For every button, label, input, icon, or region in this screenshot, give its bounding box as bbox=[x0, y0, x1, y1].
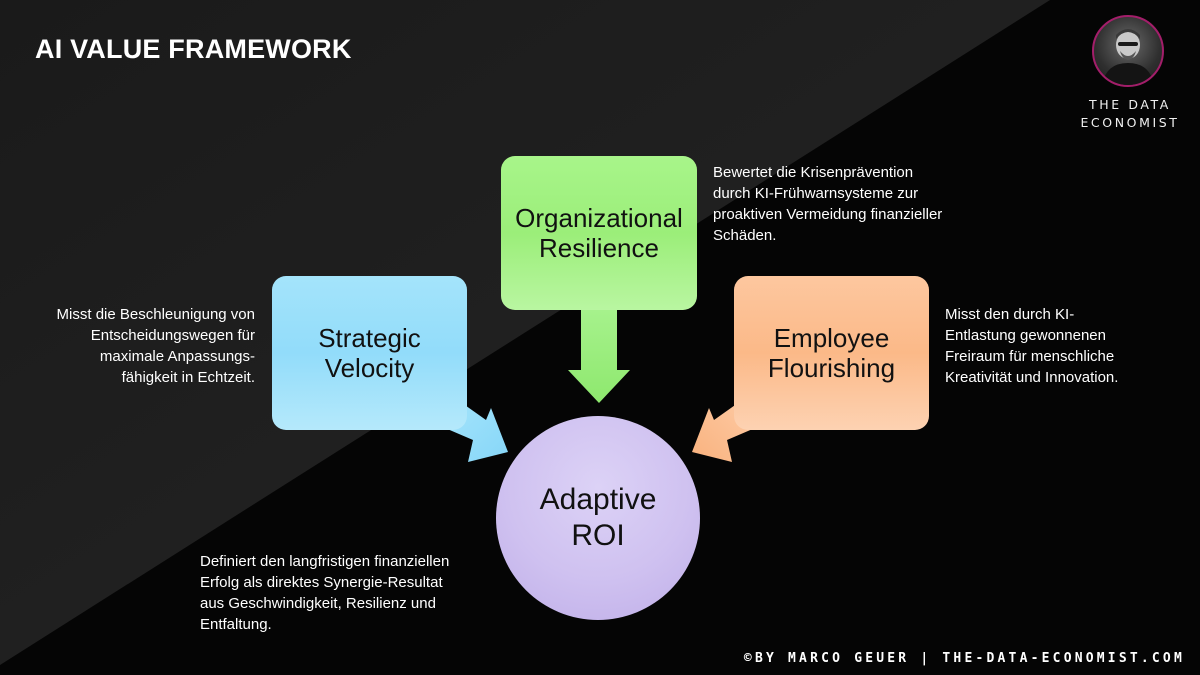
description-line: Entfaltung. bbox=[200, 616, 272, 633]
node-label-line-1: Adaptive bbox=[539, 483, 657, 516]
page-title: AI VALUE FRAMEWORK bbox=[35, 34, 352, 64]
person-icon bbox=[1102, 29, 1154, 85]
description-adaptive-roi: Definiert den langfristigen finanziellen… bbox=[200, 551, 510, 635]
node-strategic-velocity: Strategic Velocity bbox=[272, 276, 467, 430]
description-line: Erfolg als direktes Synergie-Resultat bbox=[200, 574, 443, 591]
description-line: Misst die Beschleunigung von bbox=[56, 306, 255, 323]
node-label-line-1: Organizational bbox=[515, 203, 683, 233]
description-line: maximale Anpassungs- bbox=[99, 348, 255, 365]
brand-line-2: ECONOMIST bbox=[1080, 115, 1180, 130]
description-line: Entlastung gewonnenen bbox=[945, 327, 1106, 344]
description-organizational-resilience: Bewertet die Krisenprävention durch KI-F… bbox=[713, 162, 1013, 246]
node-label-line-2: Flourishing bbox=[767, 353, 896, 383]
description-line: Bewertet die Krisenprävention bbox=[713, 164, 914, 181]
node-label-line-2: Velocity bbox=[324, 353, 415, 383]
description-line: proaktiven Vermeidung finanzieller bbox=[713, 206, 943, 223]
description-line: durch KI-Frühwarnsysteme zur bbox=[713, 185, 919, 202]
description-line: Misst den durch KI- bbox=[945, 306, 1075, 323]
node-organizational-resilience: Organizational Resilience bbox=[501, 156, 697, 310]
description-line: Kreativität und Innovation. bbox=[945, 369, 1119, 386]
node-employee-flourishing: Employee Flourishing bbox=[734, 276, 929, 430]
description-line: Entscheidungswegen für bbox=[90, 327, 255, 344]
avatar bbox=[1092, 15, 1164, 87]
node-label-line-1: Employee bbox=[773, 323, 890, 353]
description-line: aus Geschwindigkeit, Resilienz und bbox=[200, 595, 436, 612]
description-line: Freiraum für menschliche bbox=[945, 348, 1115, 365]
description-line: fähigkeit in Echtzeit. bbox=[121, 369, 255, 386]
brand-line-1: THE DATA bbox=[1089, 97, 1171, 112]
arrow-down-icon bbox=[568, 310, 630, 403]
node-label-line-1: Strategic bbox=[318, 323, 421, 353]
brand-logo: THE DATA ECONOMIST bbox=[1062, 96, 1198, 132]
description-employee-flourishing: Misst den durch KI- Entlastung gewonnene… bbox=[945, 304, 1195, 388]
node-label-line-2: Resilience bbox=[539, 233, 659, 263]
footer-credit: ©BY MARCO GEUER | THE-DATA-ECONOMIST.COM bbox=[743, 651, 1185, 666]
description-line: Definiert den langfristigen finanziellen bbox=[200, 553, 450, 570]
description-strategic-velocity: Misst die Beschleunigung von Entscheidun… bbox=[15, 304, 255, 388]
node-label-line-2: ROI bbox=[571, 519, 625, 552]
description-line: Schäden. bbox=[713, 227, 777, 244]
node-adaptive-roi: Adaptive ROI bbox=[496, 416, 700, 620]
